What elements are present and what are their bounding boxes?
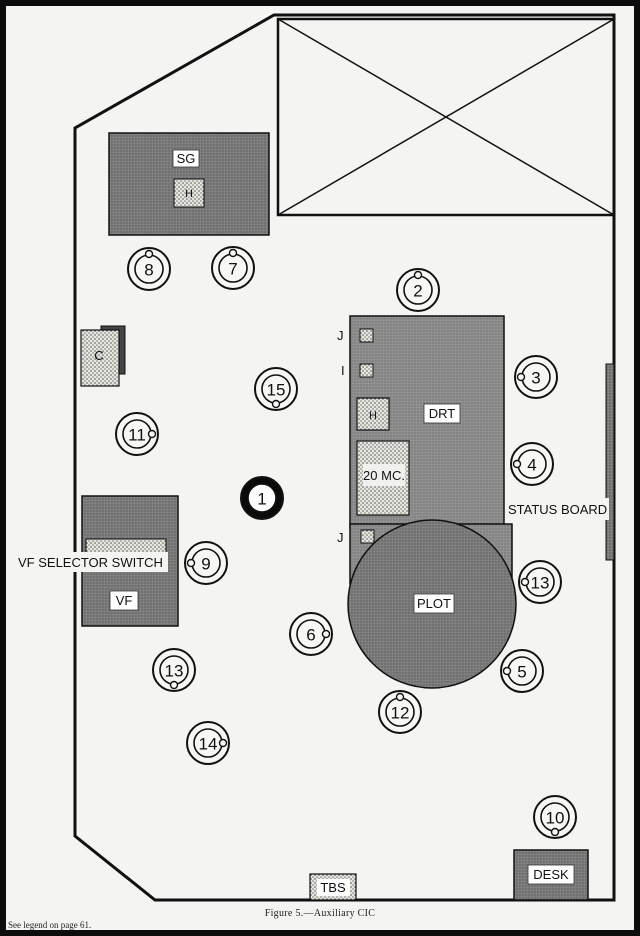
c-unit: C [80, 325, 126, 387]
drt-h-label: H [369, 410, 377, 422]
sg-label: SG [177, 151, 196, 166]
seat-number: 12 [391, 704, 410, 723]
seat-10: 13 [518, 560, 562, 604]
seat-14: 12 [378, 690, 422, 734]
i-label: I [341, 363, 345, 378]
seat-9: 9 [184, 541, 228, 585]
seat-15: 14 [186, 721, 230, 765]
seat-number: 14 [199, 735, 218, 754]
seat-12: 13 [152, 648, 196, 692]
sg-console: SG H [108, 132, 270, 236]
seat-5: 15 [254, 367, 298, 411]
seat-6: 11 [115, 412, 159, 456]
seat-number: 3 [531, 369, 540, 388]
c-label: C [94, 348, 103, 363]
seat-2: 7 [211, 246, 255, 290]
desk: DESK [513, 849, 589, 901]
j-top-label: J [337, 328, 344, 343]
seat-16: 10 [533, 795, 577, 839]
drt-table: J I H DRT 20 MC. [337, 315, 505, 529]
plot-label: PLOT [417, 596, 451, 611]
seat-number: 7 [228, 260, 237, 279]
seat-13: 5 [500, 649, 544, 693]
seat-11: 6 [289, 612, 333, 656]
seat-number: 15 [267, 381, 286, 400]
tbs-label: TBS [320, 880, 346, 895]
seat-number: 4 [527, 456, 536, 475]
page: SG H C J I H DRT 20 MC. [6, 6, 634, 930]
seats: 8 7 2 3 15 11 4 1 9 13 6 13 5 12 14 10 [115, 246, 577, 839]
status-board: STATUS BOARD [505, 363, 615, 561]
crossed-area [276, 17, 616, 217]
twenty-mc-label: 20 MC. [363, 468, 405, 483]
seat-number: 11 [128, 426, 146, 445]
seat-3: 2 [396, 268, 440, 312]
seat-8: 1 [240, 476, 284, 520]
plot-table: J PLOT [337, 519, 517, 689]
vf-label: VF [116, 593, 133, 608]
figure-caption: Figure 5.—Auxiliary CIC [264, 908, 376, 919]
vf-selector-label: VF SELECTOR SWITCH [18, 555, 163, 570]
seat-number: 8 [144, 261, 153, 280]
sg-h-label: H [185, 188, 193, 200]
seat-number: 5 [517, 663, 526, 682]
vf-console: VF SELECTOR SWITCH VF [15, 495, 179, 627]
seat-number: 10 [546, 809, 565, 828]
seat-4: 3 [514, 355, 558, 399]
status-board-label: STATUS BOARD [508, 502, 607, 517]
seat-number: 13 [165, 662, 184, 681]
seat-number: 13 [531, 574, 550, 593]
seat-number: 1 [257, 490, 266, 509]
legend-note: See legend on page 61. [8, 920, 92, 930]
drt-label: DRT [429, 406, 456, 421]
j-plot-label: J [337, 530, 344, 545]
room-outline [73, 13, 616, 902]
seat-1: 8 [127, 247, 171, 291]
seat-number: 6 [306, 626, 315, 645]
desk-label: DESK [533, 867, 569, 882]
seat-number: 9 [201, 555, 210, 574]
tbs-unit: TBS [309, 873, 357, 901]
seat-7: 4 [510, 442, 554, 486]
cic-floor-plan: SG H C J I H DRT 20 MC. [15, 13, 616, 902]
seat-number: 2 [413, 282, 422, 301]
